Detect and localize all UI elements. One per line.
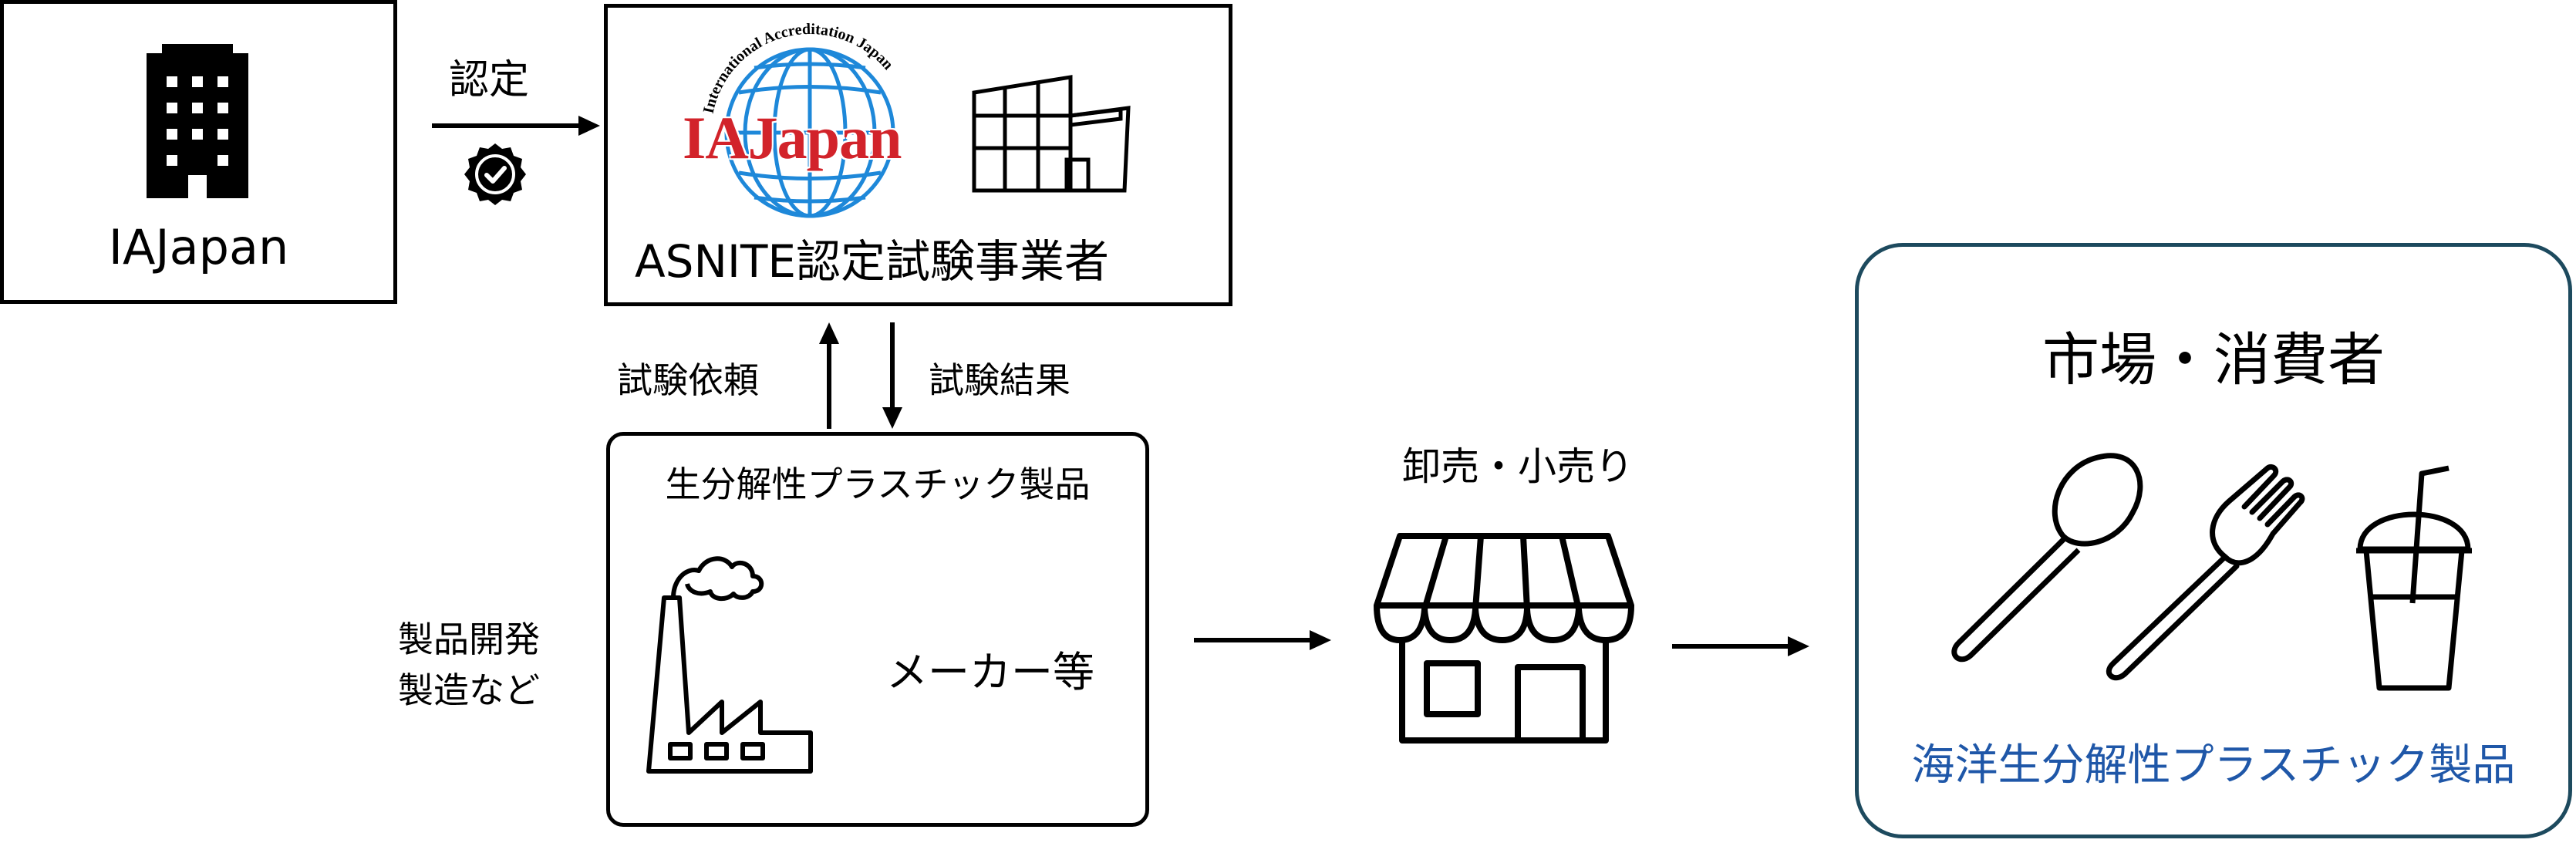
- maker-box: 生分解性プラスチック製品 メーカー等: [606, 432, 1149, 827]
- lab-building-icon: [972, 75, 1131, 193]
- cup-icon: [2356, 465, 2472, 691]
- logo-text: IAJapan: [683, 104, 902, 171]
- iajapan-label: IAJapan: [108, 219, 289, 275]
- maker-label: メーカー等: [886, 648, 1094, 696]
- factory-icon: [646, 556, 813, 774]
- fork-icon: [2106, 464, 2305, 680]
- maker-box-title: 生分解性プラスチック製品: [665, 464, 1091, 505]
- test-result-arrow: [882, 322, 902, 429]
- asnite-label: ASNITE認定試験事業者: [635, 235, 1110, 288]
- market-title: 市場・消費者: [2042, 327, 2385, 393]
- wholesale-label: 卸売・小売り: [1402, 444, 1634, 489]
- iajapan-box: IAJapan: [0, 0, 397, 304]
- building-icon: [147, 44, 248, 198]
- maker-to-shop-arrow: [1194, 630, 1331, 650]
- shop-to-market-arrow: [1672, 636, 1809, 656]
- test-result-label: 試験結果: [929, 359, 1071, 401]
- test-request-arrow: [819, 322, 839, 429]
- globe-logo-icon: International Accreditation Japan: [700, 21, 896, 218]
- product-label: 海洋生分解性プラスチック製品: [1911, 740, 2516, 791]
- asnite-box: International Accreditation Japan IAJapa…: [604, 4, 1232, 306]
- certify-arrow: [432, 116, 600, 136]
- test-request-label: 試験依頼: [617, 359, 759, 401]
- dev-label-line1: 製品開発: [398, 619, 540, 660]
- market-box: 市場・消費者 海洋生分解性プラスチック製品: [1855, 243, 2572, 838]
- dev-label-line2: 製造など: [398, 669, 540, 711]
- certified-badge-icon: [464, 143, 526, 205]
- spoon-icon: [1951, 453, 2143, 663]
- certify-label: 認定: [449, 57, 530, 103]
- logo-ring-text: International Accreditation Japan: [700, 21, 897, 115]
- shop-icon: [1374, 533, 1634, 744]
